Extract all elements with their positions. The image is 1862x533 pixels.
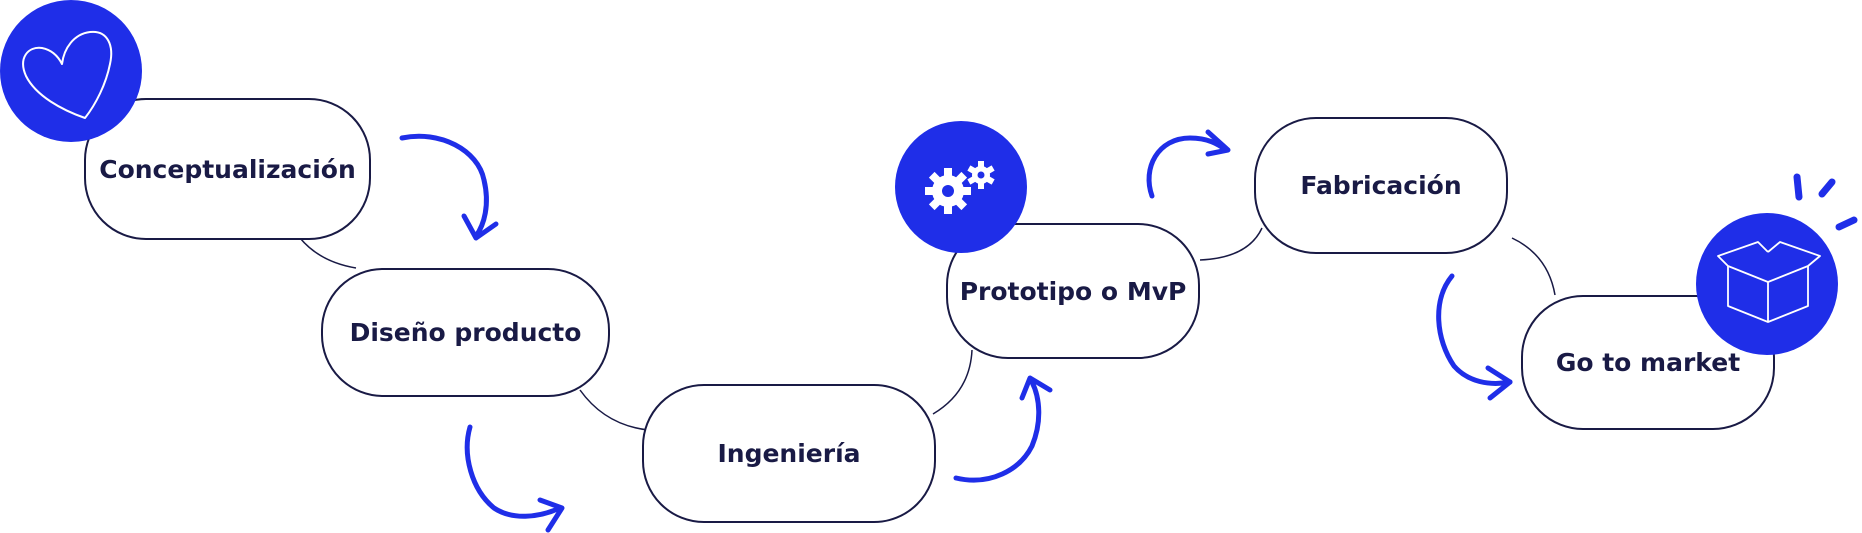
gears-icon — [895, 121, 1027, 253]
open-box-icon — [1696, 173, 1858, 355]
step-box-diseno-producto: Diseño producto — [321, 268, 610, 397]
step-label: Prototipo o MvP — [959, 276, 1187, 306]
step-box-fabricacion: Fabricación — [1254, 117, 1508, 254]
sparkle-lines — [1793, 173, 1858, 231]
connector-lines — [299, 227, 1556, 431]
step-box-conceptualizacion: Conceptualización — [84, 98, 371, 240]
arrow-prototipo-to-fabricacion — [1146, 129, 1231, 199]
step-label: Ingeniería — [717, 439, 861, 468]
arrow-fabricacion-to-market — [1436, 273, 1513, 401]
connector-line — [1511, 237, 1556, 296]
step-label: Go to market — [1555, 348, 1741, 377]
step-label: Conceptualización — [99, 154, 356, 184]
arrow-conceptualizacion-to-diseno — [399, 133, 499, 241]
flow-arrows — [399, 129, 1513, 533]
connector-line — [579, 389, 649, 431]
connector-line — [932, 349, 973, 415]
connector-line — [1199, 227, 1263, 261]
arrow-ingenieria-to-prototipo — [953, 375, 1053, 483]
arrow-diseno-to-ingenieria — [464, 424, 565, 533]
step-label: Fabricación — [1300, 171, 1462, 200]
connector-line — [299, 237, 357, 269]
step-box-ingenieria: Ingeniería — [642, 384, 936, 523]
step-label: Diseño producto — [349, 318, 582, 347]
heart-icon — [0, 0, 142, 142]
